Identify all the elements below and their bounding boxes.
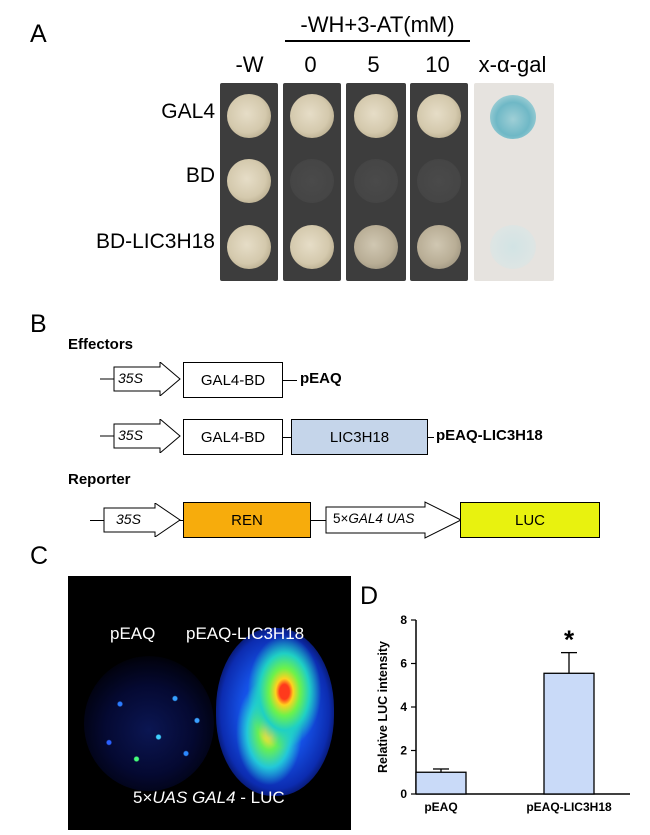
- luminescence-image: pEAQ pEAQ-LIC3H18 5×UAS GAL4 - LUC: [68, 576, 351, 830]
- bar: [415, 771, 467, 795]
- y-axis-label: Relative LUC intensity: [376, 641, 390, 773]
- link-line-3: [428, 437, 434, 438]
- category-label: pEAQ-LIC3H18: [526, 800, 612, 814]
- effectors-title: Effectors: [68, 336, 134, 353]
- promoter-35s-label-2: 35S: [118, 427, 143, 443]
- plate-0mm: [283, 83, 341, 281]
- y-tick-label: 0: [400, 787, 407, 801]
- row-label-bd: BD: [185, 164, 215, 187]
- colony: [227, 225, 271, 269]
- y-tick-label: 6: [400, 657, 407, 671]
- panel-c-label: C: [30, 542, 49, 570]
- colony: [354, 225, 398, 269]
- colony: [417, 159, 461, 203]
- reporter-title: Reporter: [68, 471, 131, 488]
- group-header-rule: [285, 40, 470, 42]
- row-label-bd-lic3h18: BD-LIC3H18: [95, 230, 215, 253]
- col-head-5: 5: [367, 52, 380, 77]
- y-tick-label: 2: [400, 744, 407, 758]
- col-head-0: 0: [304, 52, 317, 77]
- gal4-bd-box-2: GAL4-BD: [183, 419, 283, 455]
- overlay-left-label: pEAQ: [110, 624, 156, 643]
- overlay-bottom-prefix: 5×: [133, 788, 153, 807]
- colony: [290, 94, 334, 138]
- colony: [227, 159, 271, 203]
- panel-b-label: B: [30, 310, 47, 338]
- overlay-bottom-italic: UAS GAL4: [152, 788, 236, 807]
- gal4-bd-box-1: GAL4-BD: [183, 362, 283, 398]
- overlay-bottom-suffix: - LUC: [235, 788, 285, 807]
- plate-w: [220, 83, 278, 281]
- construct-label-peaq: pEAQ: [300, 370, 342, 387]
- overlay-right-label: pEAQ-LIC3H18: [186, 624, 305, 643]
- group-header: -WH+3-AT(mM): [285, 12, 470, 42]
- significance-star: *: [564, 625, 575, 655]
- colony-pale: [490, 225, 536, 269]
- y-tick-label: 8: [400, 613, 407, 627]
- promoter-35s-arrow-3: [103, 503, 181, 537]
- promoter-35s-arrow-2: [100, 419, 181, 453]
- colony-blue: [490, 95, 536, 139]
- uas-label: 5×GAL4 UAS: [333, 511, 414, 526]
- leaf-disc-right: [216, 628, 334, 796]
- colony: [354, 94, 398, 138]
- plate-5mm: [346, 83, 406, 281]
- uas-prefix: 5×: [333, 511, 349, 526]
- luc-box: LUC: [460, 502, 600, 538]
- colony: [227, 94, 271, 138]
- link-line-1: [283, 380, 297, 381]
- lic3h18-box: LIC3H18: [291, 419, 428, 455]
- overlay-bottom-label: 5×UAS GAL4 - LUC: [133, 788, 285, 808]
- promoter-35s-label-3: 35S: [116, 511, 141, 527]
- ren-box: REN: [183, 502, 311, 538]
- col-head-10: 10: [425, 52, 450, 77]
- construct-label-peaq-lic3h18: pEAQ-LIC3H18: [436, 427, 543, 444]
- bar: [543, 672, 595, 795]
- row-label-gal4: GAL4: [161, 100, 215, 123]
- uas-arrow: [325, 501, 463, 539]
- promoter-35s-arrow-1: [100, 362, 181, 396]
- y-tick-label: 4: [400, 700, 407, 714]
- uas-italic: GAL4 UAS: [348, 511, 415, 526]
- col-head-w: -W: [235, 52, 264, 77]
- colony: [290, 225, 334, 269]
- category-label: pEAQ: [424, 800, 457, 814]
- colony: [417, 94, 461, 138]
- speckles-left: [98, 671, 208, 781]
- plate-10mm: [410, 83, 468, 281]
- plate-xgal: [474, 83, 554, 281]
- colony: [354, 159, 398, 203]
- promoter-35s-label-1: 35S: [118, 370, 143, 386]
- link-line-2: [283, 437, 291, 438]
- panel-a-label: A: [30, 20, 47, 48]
- colony: [417, 225, 461, 269]
- col-head-xgal: x-α-gal: [478, 52, 547, 77]
- group-header-text: -WH+3-AT(mM): [300, 12, 455, 37]
- colony: [290, 159, 334, 203]
- panel-d-label: D: [360, 582, 379, 610]
